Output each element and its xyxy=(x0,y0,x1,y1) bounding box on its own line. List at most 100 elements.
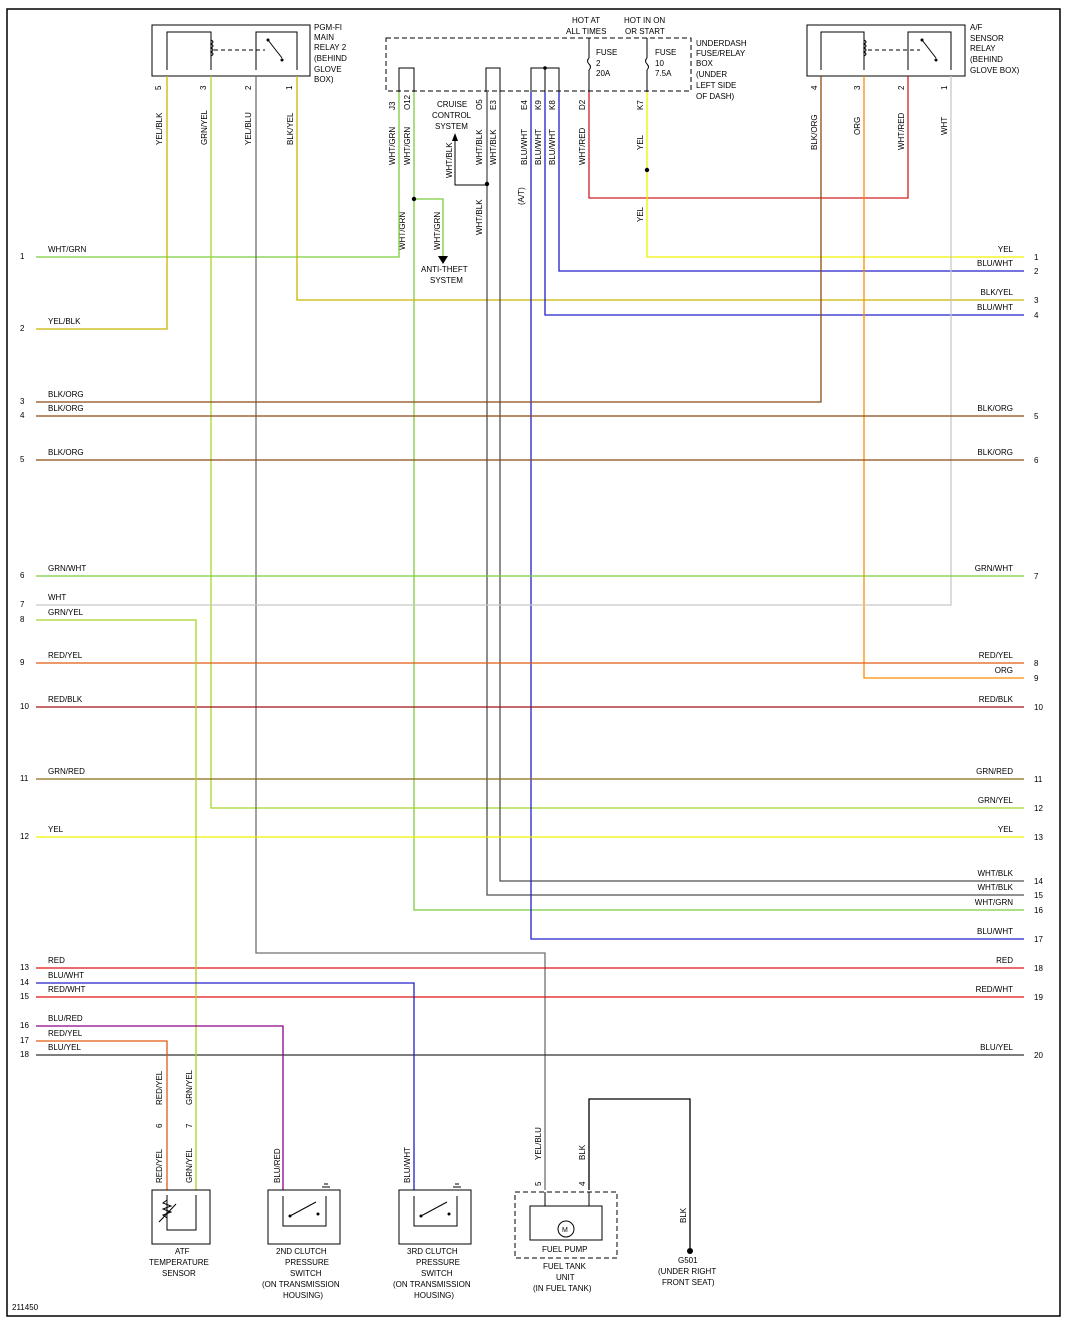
wire-redyel-atf xyxy=(36,1040,168,1190)
left-pin-number: 17 xyxy=(20,1036,29,1045)
relay2-label-4: (BEHIND xyxy=(314,54,347,63)
left-wire-label: BLU/YEL xyxy=(48,1043,81,1052)
relay2-wire-label-yelblk: YEL/BLK xyxy=(155,112,164,145)
fuse2-label-1: FUSE xyxy=(596,48,617,57)
right-pin-number: 1 xyxy=(1034,253,1039,262)
wire-whtgrn-o12 xyxy=(413,92,1024,911)
wires xyxy=(36,76,1024,1250)
motor-icon xyxy=(557,1220,575,1238)
left-pin-number: 3 xyxy=(20,397,25,406)
atf-label-2: TEMPERATURE xyxy=(149,1258,209,1267)
fusebox-wire-e4: BLU/WHT xyxy=(520,129,529,165)
left-connector: 1WHT/GRN2YEL/BLK3BLK/ORG4BLK/ORG5BLK/ORG… xyxy=(20,245,86,1059)
af-sensor-relay: A/F SENSOR RELAY (BEHIND GLOVE BOX) 4 3 … xyxy=(806,23,1020,150)
fusebox-pin-k8: K8 xyxy=(548,100,557,110)
left-wire-label: WHT xyxy=(48,593,66,602)
wire-grnyel-relay2 xyxy=(210,76,1024,809)
right-pin-number: 17 xyxy=(1034,935,1043,944)
clutch2-wire-label: BLU/RED xyxy=(273,1148,282,1183)
right-wire-label: GRN/RED xyxy=(976,767,1013,776)
wire-whtred-d2 xyxy=(588,76,909,199)
ground-icon xyxy=(687,1248,693,1254)
clutch2-label-5: HOUSING) xyxy=(283,1291,323,1300)
wire-org-af xyxy=(863,76,1024,679)
wire-blured-clutch2 xyxy=(36,1025,284,1190)
right-wire-label: BLK/ORG xyxy=(977,448,1013,457)
left-wire-label: WHT/GRN xyxy=(48,245,86,254)
diagram-frame xyxy=(6,8,1061,1317)
fusebox-wire-k7: YEL xyxy=(636,134,645,150)
clutch2-label-4: (ON TRANSMISSION xyxy=(262,1280,340,1289)
left-wire-label: RED xyxy=(48,956,65,965)
af-relay-pin-2: 2 xyxy=(897,85,906,90)
relay2-coil-icon xyxy=(209,39,214,57)
left-wire-label: BLU/RED xyxy=(48,1014,83,1023)
wire-bluwht-e4 xyxy=(530,92,1024,940)
atf-temperature-sensor: 6 7 RED/YEL GRN/YEL RED/YEL GRN/YEL ATF … xyxy=(149,1069,211,1278)
relay2-pin-3: 3 xyxy=(199,85,208,90)
left-pin-number: 7 xyxy=(20,600,25,609)
ground-wire-label: BLK xyxy=(679,1207,688,1223)
anti-theft-system: ANTI-THEFT SYSTEM WHT/GRN xyxy=(421,212,468,285)
fusebox-wire-o5: WHT/BLK xyxy=(475,129,484,165)
fusebox-pin-e4: E4 xyxy=(520,100,529,110)
cruise-wire-label: WHT/BLK xyxy=(445,142,454,178)
fusebox-wire-d2: WHT/RED xyxy=(578,127,587,165)
fuse10-label-2: 10 xyxy=(655,59,664,68)
af-relay-label-1: A/F xyxy=(970,23,983,32)
right-pin-number: 11 xyxy=(1034,775,1043,784)
fueltank-label-2: UNIT xyxy=(556,1273,575,1282)
fusebox-hot2-line2: OR START xyxy=(625,27,665,36)
af-wire-label-whtred: WHT/RED xyxy=(897,112,906,150)
wire-label-yel-mid: YEL xyxy=(636,206,645,222)
right-pin-number: 10 xyxy=(1034,703,1043,712)
fusebox-label-3: BOX xyxy=(696,59,714,68)
wire-label-whtblk-mid: WHT/BLK xyxy=(475,199,484,235)
clutch2-label-1: 2ND CLUTCH xyxy=(276,1247,327,1256)
af-wire-label-wht: WHT xyxy=(940,117,949,135)
left-pin-number: 1 xyxy=(20,252,25,261)
fusebox-wire-o12: WHT/GRN xyxy=(403,127,412,165)
right-pin-number: 8 xyxy=(1034,659,1039,668)
right-wire-label: WHT/BLK xyxy=(977,883,1013,892)
clutch3-label-3: SWITCH xyxy=(421,1269,453,1278)
relay2-box xyxy=(151,24,311,77)
clutch3-label-1: 3RD CLUTCH xyxy=(407,1247,458,1256)
fusebox-hot2-line1: HOT IN ON xyxy=(624,16,665,25)
junction-dot xyxy=(484,181,490,187)
fusebox-label-5: LEFT SIDE xyxy=(696,81,736,90)
clutch3-label-2: PRESSURE xyxy=(416,1258,460,1267)
right-wire-label: RED/YEL xyxy=(979,651,1014,660)
relay2-coil-frame xyxy=(166,31,212,70)
right-wire-label: RED xyxy=(996,956,1013,965)
right-wire-label: RED/BLK xyxy=(979,695,1014,704)
pgm-fi-main-relay-2: PGM-FI MAIN RELAY 2 (BEHIND GLOVE BOX) 5… xyxy=(151,23,347,145)
motor-label: M xyxy=(562,1227,568,1234)
af-relay-label-2: SENSOR xyxy=(970,34,1004,43)
antitheft-label-2: SYSTEM xyxy=(430,276,463,285)
atf-pin-6: 6 xyxy=(155,1123,164,1128)
right-pin-number: 3 xyxy=(1034,296,1039,305)
left-pin-number: 13 xyxy=(20,963,29,972)
ground-label-1: G501 xyxy=(678,1256,698,1265)
fusebox-label-6: OF DASH) xyxy=(696,92,735,101)
right-pin-number: 13 xyxy=(1034,833,1043,842)
ground-g501: BLK G501 (UNDER RIGHT FRONT SEAT) xyxy=(658,1207,716,1287)
right-pin-number: 4 xyxy=(1034,311,1039,320)
left-wire-label: RED/YEL xyxy=(48,651,83,660)
left-wire-label: YEL/BLK xyxy=(48,317,81,326)
af-relay-pin-1: 1 xyxy=(940,85,949,90)
atf-wire-redyel-lower: RED/YEL xyxy=(155,1148,164,1183)
right-pin-number: 14 xyxy=(1034,877,1043,886)
atf-wire-grnyel-upper: GRN/YEL xyxy=(185,1069,194,1105)
right-wire-label: GRN/YEL xyxy=(978,796,1014,805)
right-wire-label: BLU/WHT xyxy=(977,259,1013,268)
af-wire-label-org: ORG xyxy=(853,117,862,135)
fusebox-pin-k9: K9 xyxy=(534,100,543,110)
antitheft-arrow-icon xyxy=(438,256,448,264)
right-pin-number: 5 xyxy=(1034,412,1039,421)
underdash-fuse-relay-box: HOT AT ALL TIMES HOT IN ON OR START FUSE… xyxy=(385,16,747,165)
right-wire-label: RED/WHT xyxy=(976,985,1013,994)
fuelpump-wire-yelblu: YEL/BLU xyxy=(534,1127,543,1160)
right-wire-label: YEL xyxy=(998,825,1014,834)
